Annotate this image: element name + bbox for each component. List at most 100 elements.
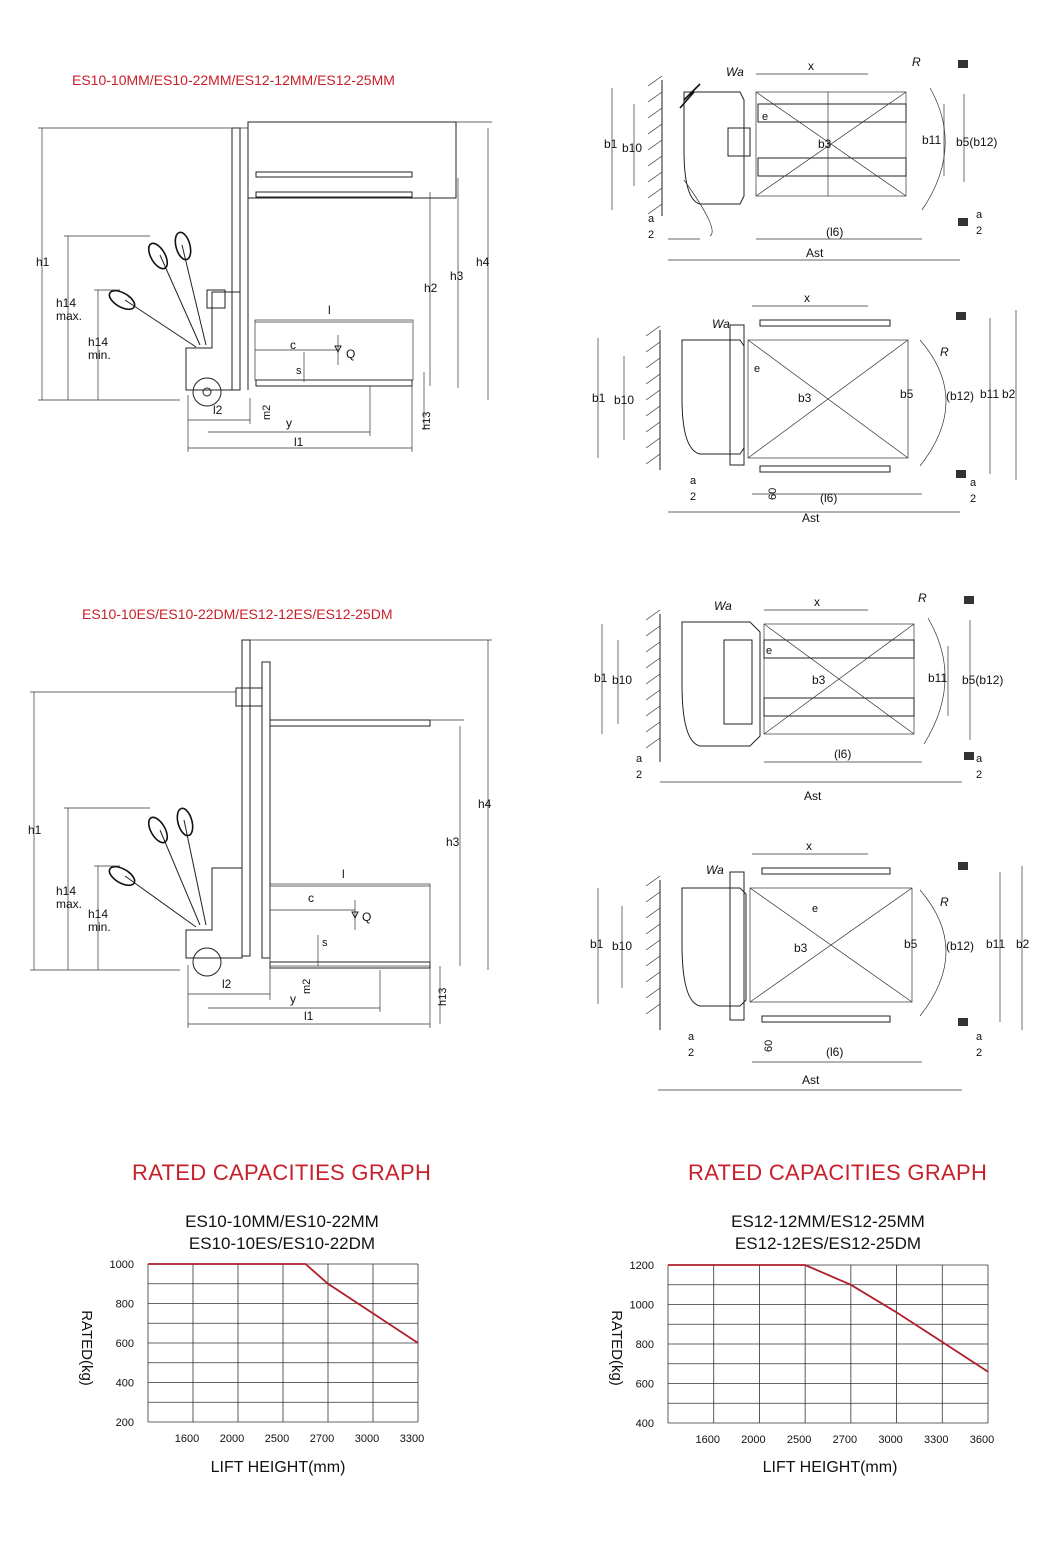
label-2-2: 2 <box>690 491 696 503</box>
label-e-1: e <box>762 111 768 123</box>
y-tick-label: 600 <box>636 1379 654 1391</box>
label-h2: h2 <box>424 281 438 295</box>
model-title-top: ES10-10MM/ES10-22MM/ES12-12MM/ES12-25MM <box>72 72 395 88</box>
label-l: l <box>328 303 331 317</box>
label-b5-2: b5 <box>900 387 914 401</box>
label-b12-2: (b12) <box>946 389 974 403</box>
label-b11-4: b11 <box>986 937 1005 951</box>
label-x-4: x <box>806 839 812 853</box>
label-l6-2: (l6) <box>820 491 837 505</box>
label-b3-4: b3 <box>794 941 808 955</box>
label-wa-2: Wa <box>712 317 730 331</box>
graph-subtitle-right-2: ES12-12ES/ES12-25DM <box>734 1234 922 1253</box>
y-tick-label: 1000 <box>630 1300 654 1312</box>
label-l6-1: (l6) <box>826 225 843 239</box>
label-b3-2: b3 <box>798 391 812 405</box>
label-r-4: R <box>940 895 949 909</box>
x-tick-label: 3300 <box>924 1434 948 1446</box>
x-tick-label: 3300 <box>400 1433 424 1445</box>
label-b10-3: b10 <box>612 673 632 687</box>
x-tick-label: 2000 <box>220 1433 244 1445</box>
label-b2-2: b2 <box>1002 387 1016 401</box>
label-b11-1: b11 <box>922 133 941 147</box>
chart-right-ylabel: RATED(kg) <box>608 1310 625 1386</box>
label-x-3: x <box>814 595 820 609</box>
label-x-1: x <box>808 59 814 73</box>
label-a-3r: a <box>976 753 983 765</box>
series-line <box>668 1264 989 1373</box>
chart-right-xlabel: LIFT HEIGHT(mm) <box>763 1459 898 1476</box>
label-2-1r: 2 <box>976 225 982 237</box>
graph-title-right: RATED CAPACITIES GRAPH <box>688 1160 988 1185</box>
label-l1: l1 <box>294 435 304 449</box>
model-title-middle: ES10-10ES/ES10-22DM/ES12-12ES/ES12-25DM <box>82 606 393 622</box>
label-b11-2: b11 <box>980 387 999 401</box>
label-b5-4: b5 <box>904 937 918 951</box>
label-b5b12-1: b5(b12) <box>956 135 997 149</box>
plan-view-2: Wa x R b1 b10 e b3 b5 (b12) b11 b2 a 2 a… <box>592 291 1017 525</box>
label-e-3: e <box>766 645 772 657</box>
series-line <box>148 1263 419 1344</box>
label-min: min. <box>88 348 111 362</box>
label-b3-1: b3 <box>818 137 832 151</box>
label-e-4: e <box>812 903 818 915</box>
label-c: c <box>290 338 296 352</box>
label-2-1: 2 <box>648 229 654 241</box>
label-b1-3: b1 <box>594 671 608 685</box>
label-b5b12-3: b5(b12) <box>962 673 1003 687</box>
label-b2-4: b2 <box>1016 937 1030 951</box>
label-2-2r: 2 <box>970 493 976 505</box>
label-a-1: a <box>648 213 655 225</box>
y-tick-label: 200 <box>116 1417 134 1429</box>
label-l2: l2 <box>213 403 223 417</box>
label-2-4r: 2 <box>976 1047 982 1059</box>
label-60-2: 60 <box>767 488 779 500</box>
y-tick-label: 1000 <box>110 1259 134 1271</box>
y-tick-label: 400 <box>636 1418 654 1430</box>
label-60-4: 60 <box>763 1040 775 1052</box>
label-h13-mid: h13 <box>437 988 449 1006</box>
x-tick-label: 2700 <box>833 1434 857 1446</box>
label-max-mid: max. <box>56 897 82 911</box>
label-b1-2: b1 <box>592 391 606 405</box>
x-tick-label: 3000 <box>355 1433 379 1445</box>
label-h1: h1 <box>36 255 50 269</box>
label-min-mid: min. <box>88 920 111 934</box>
graph-title-left: RATED CAPACITIES GRAPH <box>132 1160 432 1185</box>
label-ast-3: Ast <box>804 789 822 803</box>
y-tick-label: 800 <box>636 1339 654 1351</box>
label-m2-mid: m2 <box>301 979 313 994</box>
plan-view-3: Wa x R b1 b10 e b3 b11 b5(b12) a 2 a 2 (… <box>594 591 1003 803</box>
label-h4-mid: h4 <box>478 797 492 811</box>
label-2-4: 2 <box>688 1047 694 1059</box>
label-wa-1: Wa <box>726 65 744 79</box>
label-y-mid: y <box>290 992 296 1006</box>
label-wa-4: Wa <box>706 863 724 877</box>
label-h1-mid: h1 <box>28 823 42 837</box>
label-h14max: h14 <box>56 296 76 310</box>
x-tick-label: 3600 <box>970 1434 994 1446</box>
label-q: Q <box>346 347 355 361</box>
y-tick-label: 600 <box>116 1338 134 1350</box>
label-h3: h3 <box>450 269 464 283</box>
label-h4: h4 <box>476 255 490 269</box>
y-tick-label: 400 <box>116 1378 134 1390</box>
x-tick-label: 2000 <box>741 1434 765 1446</box>
side-view-top: h1 h14 max. h14 min. h2 h3 h4 l c Q s l2… <box>36 121 492 452</box>
graph-subtitle-left-1: ES10-10MM/ES10-22MM <box>185 1212 379 1231</box>
graph-subtitle-left-2: ES10-10ES/ES10-22DM <box>188 1234 376 1253</box>
label-b10-2: b10 <box>614 393 634 407</box>
label-r-1: R <box>912 55 921 69</box>
y-tick-label: 1200 <box>630 1260 654 1272</box>
label-wa-3: Wa <box>714 599 732 613</box>
x-tick-label: 3000 <box>878 1434 902 1446</box>
label-s-mid: s <box>322 937 328 949</box>
y-tick-label: 800 <box>116 1299 134 1311</box>
x-tick-label: 2500 <box>265 1433 289 1445</box>
label-y: y <box>286 416 292 430</box>
label-r-2: R <box>940 345 949 359</box>
chart-left-ylabel: RATED(kg) <box>78 1310 95 1386</box>
